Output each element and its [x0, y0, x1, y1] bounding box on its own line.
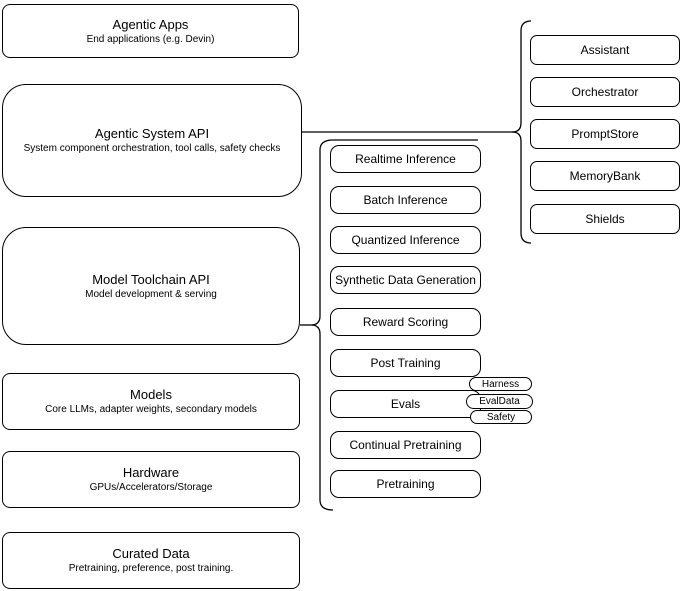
- system-brace: [511, 20, 532, 244]
- box-title: Models: [130, 387, 172, 402]
- system-item-promptstore: PromptStore: [530, 119, 680, 149]
- toolchain-item-pretraining: Pretraining: [330, 470, 481, 498]
- box-agentic-apps: Agentic Apps End applications (e.g. Devi…: [2, 4, 299, 58]
- toolchain-item-synthetic-data-generation: Synthetic Data Generation: [330, 266, 481, 294]
- system-item-orchestrator: Orchestrator: [530, 77, 680, 107]
- box-title: Curated Data: [112, 546, 190, 561]
- box-models: Models Core LLMs, adapter weights, secon…: [2, 373, 300, 430]
- box-subtitle: Pretraining, preference, post training.: [68, 563, 234, 574]
- box-title: Agentic System API: [94, 126, 210, 141]
- box-hardware: Hardware GPUs/Accelerators/Storage: [2, 451, 300, 508]
- toolchain-brace: [310, 139, 334, 511]
- box-agentic-system-api: Agentic System API System component orch…: [2, 84, 302, 197]
- system-item-assistant: Assistant: [530, 35, 680, 65]
- toolchain-item-reward-scoring: Reward Scoring: [330, 308, 481, 336]
- toolchain-item-continual-pretraining: Continual Pretraining: [330, 431, 481, 459]
- toolchain-item-post-training: Post Training: [330, 349, 481, 377]
- box-subtitle: End applications (e.g. Devin): [86, 33, 215, 45]
- box-subtitle: System component orchestration, tool cal…: [23, 143, 281, 154]
- system-item-memorybank: MemoryBank: [530, 161, 680, 191]
- box-model-toolchain-api: Model Toolchain API Model development & …: [2, 227, 300, 345]
- toolchain-item-evals: Evals: [330, 390, 481, 418]
- box-title: Hardware: [122, 465, 180, 480]
- toolchain-item-batch-inference: Batch Inference: [330, 186, 481, 214]
- toolchain-item-realtime-inference: Realtime Inference: [330, 145, 481, 173]
- box-title: Agentic Apps: [112, 16, 189, 32]
- evals-tag-harness: Harness: [469, 377, 532, 391]
- toolchain-item-quantized-inference: Quantized Inference: [330, 226, 481, 254]
- evals-tag-safety: Safety: [470, 410, 532, 424]
- box-curated-data: Curated Data Pretraining, preference, po…: [2, 532, 300, 589]
- system-item-shields: Shields: [530, 204, 680, 234]
- box-subtitle: GPUs/Accelerators/Storage: [89, 482, 213, 493]
- box-subtitle: Core LLMs, adapter weights, secondary mo…: [45, 404, 257, 415]
- box-subtitle: Model development & serving: [85, 288, 217, 300]
- box-title: Model Toolchain API: [92, 271, 210, 287]
- evals-tag-evaldata: EvalData: [466, 394, 533, 409]
